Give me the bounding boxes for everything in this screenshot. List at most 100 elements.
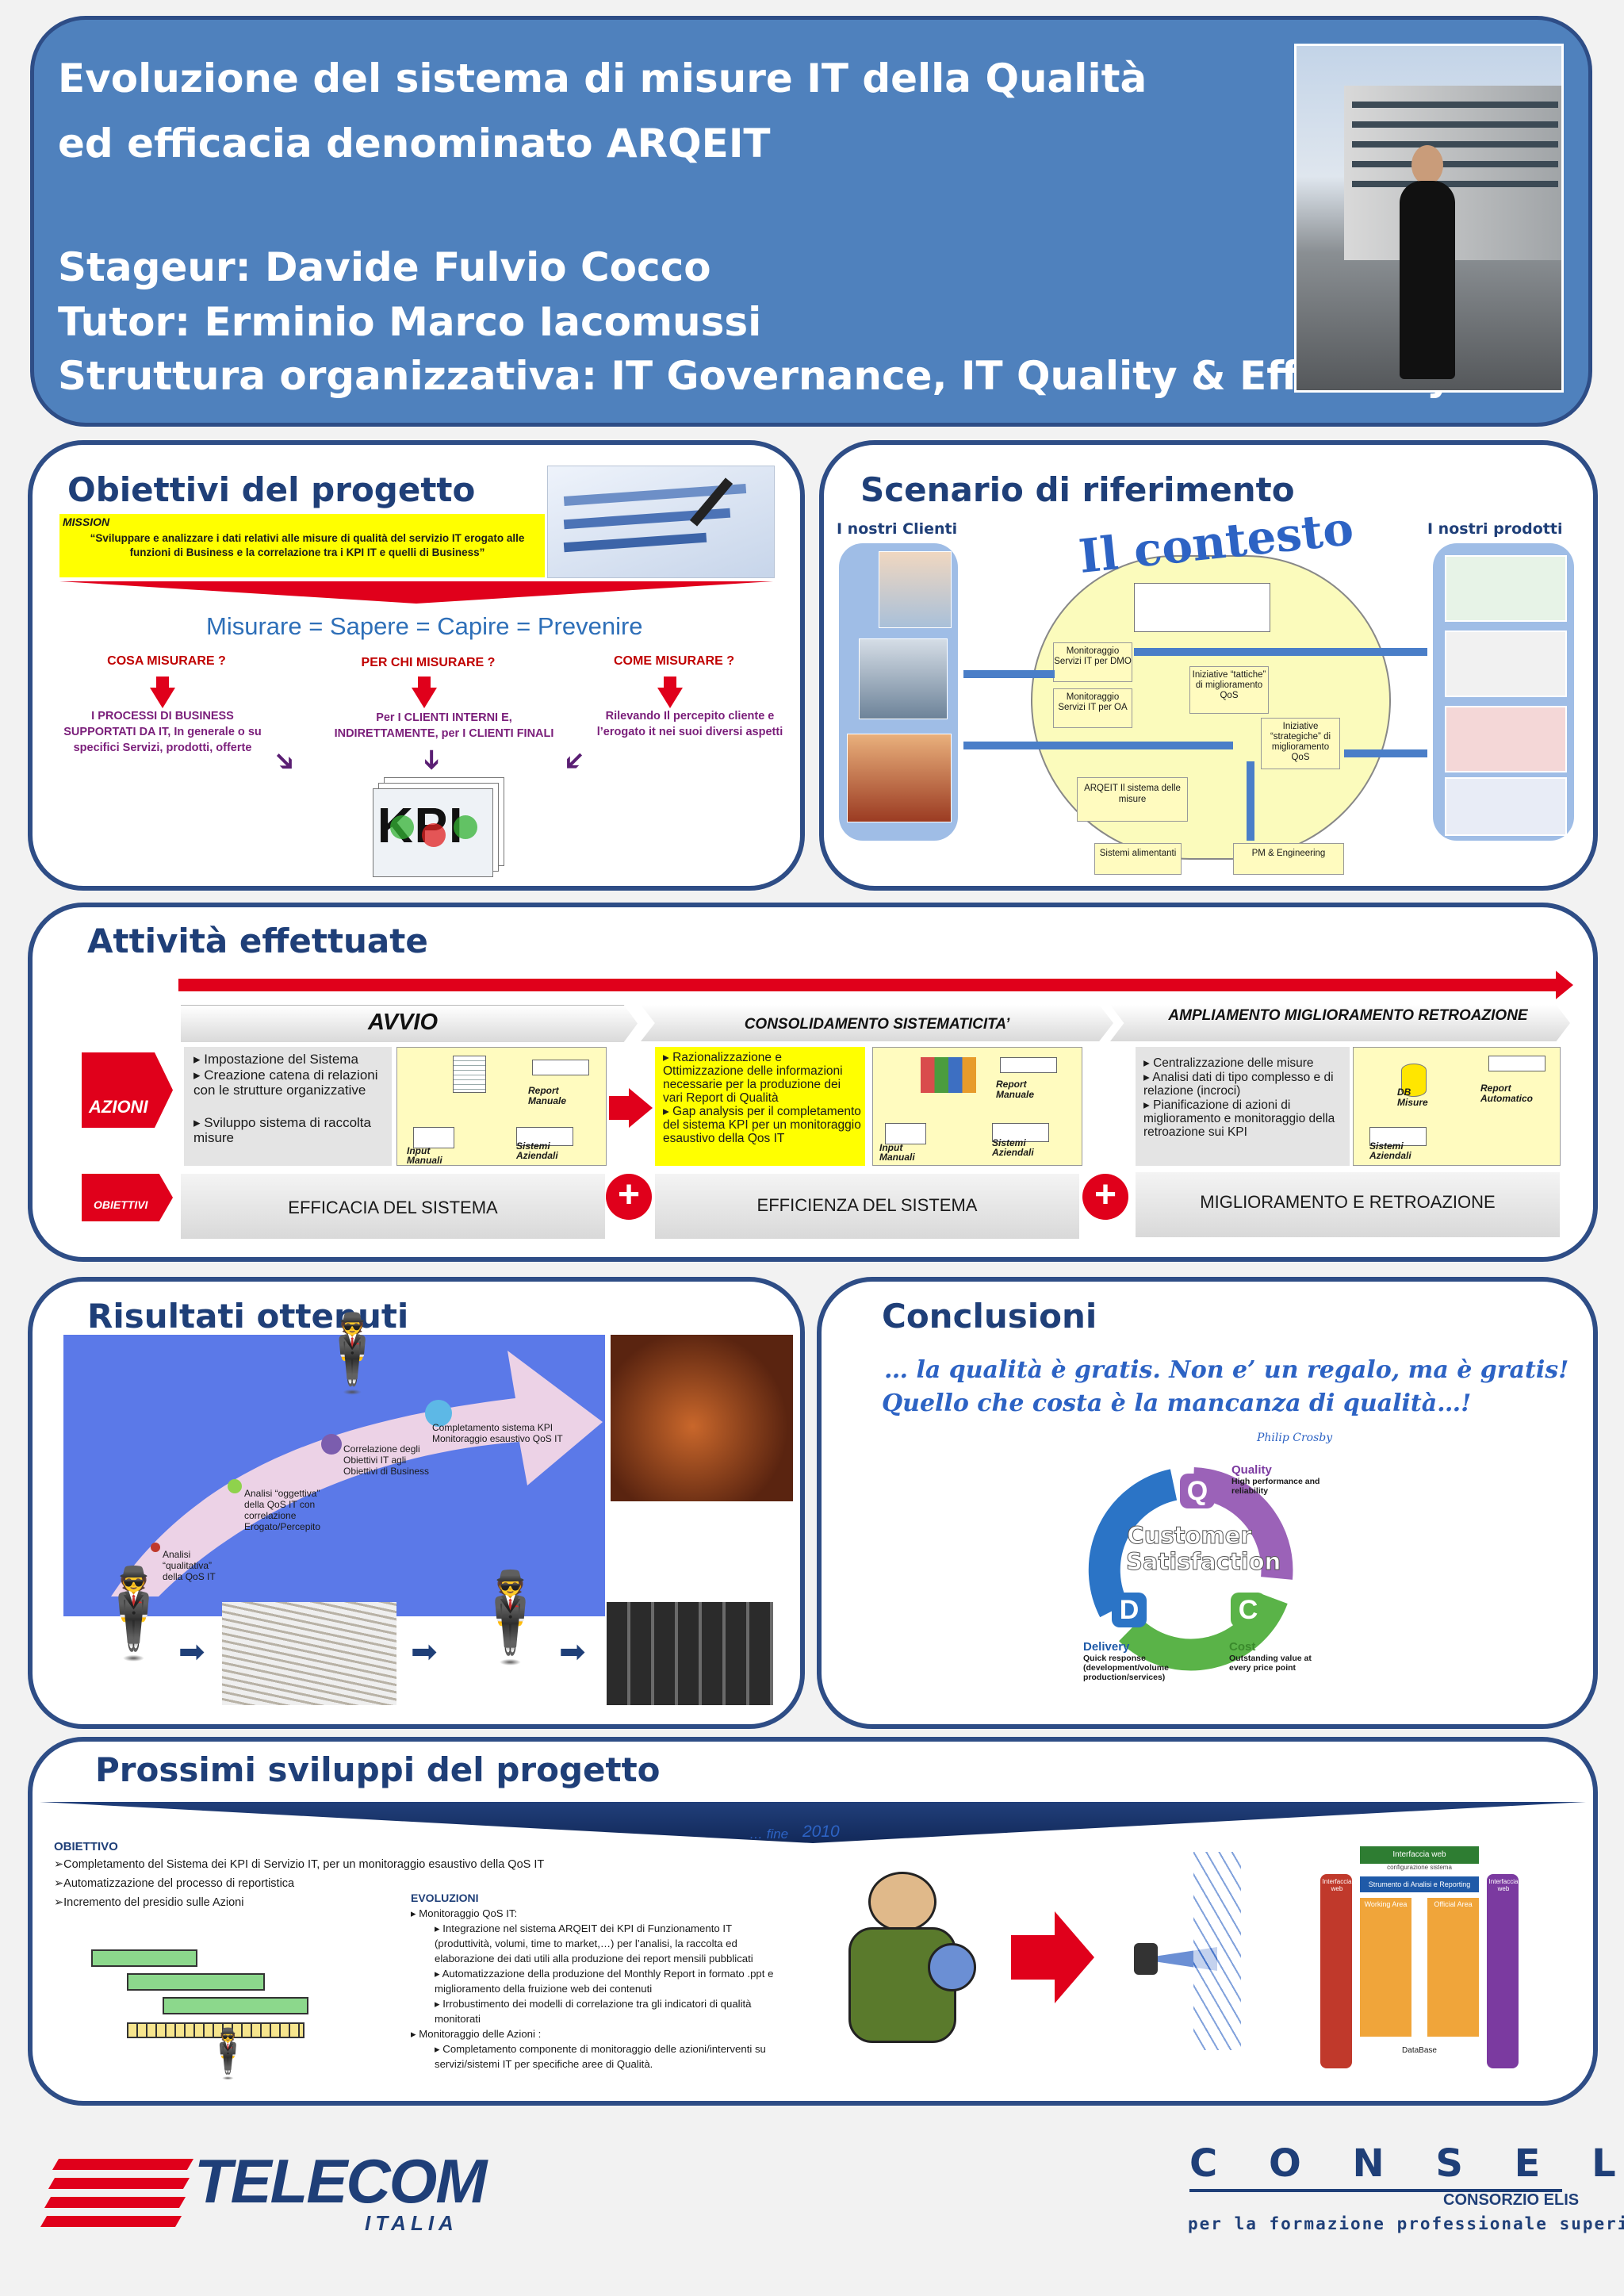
architecture-diagram: Interfaccia web configurazione sistema I… — [1300, 1838, 1522, 2084]
obiettivo-item-3: ➢Incremento del presidio sulle Azioni — [54, 1896, 244, 1909]
cons-sistemi-aziendali: Sistemi Aziendali — [992, 1137, 1034, 1158]
avvio-action-2: ▸ Creazione catena di relazioni con le s… — [193, 1068, 378, 1098]
avvio-to-cons-arrow-shaft — [609, 1096, 631, 1120]
timeline-arrow-head — [1556, 971, 1573, 999]
diag-db-label: DataBase — [1402, 2046, 1437, 2055]
timeline-year: 2010 — [802, 1823, 840, 1841]
question-cosa: COSA MISURARE ? — [107, 654, 226, 668]
box-pm-engineering: PM & Engineering — [1233, 843, 1344, 875]
stick-figure-idea-icon: 🕴 — [456, 1569, 565, 1666]
ampl-db-misure: DB Misure — [1397, 1087, 1428, 1108]
italia-wordmark: ITALIA — [365, 2211, 458, 2235]
question-per-chi: PER CHI MISURARE ? — [361, 656, 496, 669]
diag-working-label: Working Area — [1364, 1900, 1408, 1908]
consel-divider — [1189, 2189, 1562, 2192]
box-strategiche: Iniziative “strategiche” di migliorament… — [1261, 718, 1340, 769]
question-come: COME MISURARE ? — [614, 654, 734, 668]
step-dot-1 — [151, 1543, 160, 1552]
cons-action-1: ▸ Razionalizzazione e Ottimizzazione del… — [663, 1051, 843, 1105]
ampl-action-3: ▸ Pianificazione di azioni di migliorame… — [1143, 1098, 1335, 1139]
diag-official-label: Official Area — [1434, 1900, 1473, 1908]
quality-title: Quality — [1231, 1463, 1272, 1477]
author-photo — [1294, 44, 1564, 393]
delivery-title: Delivery — [1083, 1640, 1130, 1654]
consorzio-label: CONSORZIO ELIS — [1443, 2191, 1580, 2209]
phase-ampliamento — [1110, 1005, 1570, 1041]
poster-title-line2: ed efficacia denominato ARQEIT — [58, 121, 771, 167]
cons-report-manuale: Report Manuale — [996, 1079, 1035, 1100]
obiettivo-label: OBIETTIVO — [54, 1840, 118, 1853]
stageur-label: Stageur: Davide Fulvio Cocco — [58, 244, 711, 290]
obiettivo-efficacia-label: EFFICACIA DEL SISTEMA — [288, 1198, 498, 1217]
step-3-text: Correlazione degli Obiettivi IT agli Obi… — [343, 1443, 430, 1477]
projector-image — [1130, 1836, 1257, 2082]
tutor-label: Tutor: Erminio Marco Iacomussi — [58, 299, 762, 345]
box-tattiche: Iniziative “tattiche” di miglioramento Q… — [1189, 666, 1269, 714]
evoluzioni-list: ▸ Monitoraggio QoS IT: ▸ Integrazione ne… — [411, 1906, 791, 2072]
avvio-sistemi-aziendali: Sistemi Aziendali — [516, 1140, 558, 1161]
ampl-action-2: ▸ Analisi dati di tipo complesso e di re… — [1143, 1071, 1334, 1098]
mission-label: MISSION — [63, 516, 110, 528]
obiettivi-tag — [82, 1174, 173, 1221]
arrow-to-kpi-center: ➔ — [416, 748, 447, 772]
kpi-graphic: KPI — [373, 777, 504, 877]
obiettivo-miglioramento — [1136, 1172, 1560, 1237]
ampl-actions: ▸ Centralizzazione delle misure ▸ Analis… — [1136, 1047, 1350, 1166]
stick-figure-celebrate-icon: 🕴 — [305, 1312, 400, 1396]
answer-per-chi: Per I CLIENTI INTERNI E, INDIRETTAMENTE,… — [334, 711, 554, 740]
clienti-label: I nostri Clienti — [837, 520, 958, 538]
telecom-logo-icon — [40, 2151, 194, 2230]
obiettivi-tag-label: OBIETTIVI — [94, 1198, 148, 1211]
telecom-wordmark: TELECOM — [194, 2146, 487, 2216]
phase-avvio — [181, 1005, 638, 1042]
phase-consolidamento-label: CONSOLIDAMENTO SISTEMATICITA’ — [744, 1016, 1010, 1033]
cost-title: Cost — [1229, 1640, 1256, 1654]
mechanic-image — [817, 1856, 983, 2078]
basketball-image — [611, 1335, 793, 1501]
flow-arrow-to-prodotti-2 — [1344, 749, 1427, 757]
step-dot-4 — [425, 1400, 452, 1427]
timeline-fine: … fine — [749, 1826, 789, 1842]
struttura-label: Struttura organizzativa: IT Governance, … — [58, 353, 1453, 399]
contesto-icon — [1134, 583, 1270, 632]
avvio-report-manuale: Report Manuale — [528, 1085, 567, 1106]
obiettivo-item-1: ➢Completamento del Sistema dei KPI di Se… — [54, 1858, 545, 1871]
binders-image — [607, 1602, 773, 1705]
ev-mon-qos: ▸ Monitoraggio QoS IT: — [411, 1907, 518, 1919]
prodotti-column — [1433, 543, 1574, 841]
avvio-action-3: ▸ Sviluppo sistema di raccolta misure — [193, 1115, 371, 1145]
c-badge: C — [1231, 1593, 1266, 1627]
chart-pen-image — [547, 466, 775, 578]
poster-title-line1: Evoluzione del sistema di misure IT dell… — [58, 56, 1147, 102]
gantt-lift-image: 🕴 — [79, 1935, 381, 2078]
diag-sub-label: configurazione sistema — [1387, 1864, 1452, 1871]
answer-cosa: I PROCESSI DI BUSINESS SUPPORTATI DA IT,… — [63, 710, 262, 754]
attivita-title: Attività effettuate — [87, 922, 428, 960]
arrow-right-icon-2: ➡ — [411, 1635, 438, 1669]
scenario-title: Scenario di riferimento — [860, 470, 1295, 509]
delivery-desc: Quick response (development/volume produ… — [1083, 1654, 1169, 1682]
avvio-actions: ▸ Impostazione del Sistema ▸ Creazione c… — [184, 1047, 392, 1166]
cons-actions: ▸ Razionalizzazione e Ottimizzazione del… — [655, 1047, 865, 1166]
obiettivo-efficacia — [181, 1174, 605, 1239]
mission-text: “Sviluppare e analizzare i dati relativi… — [90, 532, 525, 558]
box-arqeit: ARQEIT Il sistema delle misure — [1077, 777, 1188, 822]
big-arrow-shaft — [1011, 1935, 1059, 1980]
prossimi-title: Prossimi sviluppi del progetto — [95, 1750, 661, 1789]
azioni-tag — [82, 1052, 173, 1128]
customer-satisfaction-text: Customer Satisfaction — [1126, 1522, 1281, 1575]
step-4-text: Completamento sistema KPI Monitoraggio e… — [432, 1422, 563, 1444]
avvio-to-cons-arrow-head — [629, 1088, 653, 1128]
diag-right-label: Interfaccia web — [1488, 1878, 1519, 1892]
cons-input-manuali: Input Manuali — [879, 1142, 915, 1163]
plus-icon-2: + — [1082, 1174, 1128, 1220]
obiettivi-title: Obiettivi del progetto — [67, 470, 476, 509]
answer-come: Rilevando Il percepito cliente e l’eroga… — [596, 710, 783, 738]
phase-avvio-label: AVVIO — [367, 1010, 439, 1035]
diag-left-label: Interfaccia web — [1322, 1878, 1352, 1892]
flow-arrow-to-prodotti-1 — [1134, 648, 1427, 656]
step-1-text: Analisi “qualitativa” della QoS IT — [163, 1549, 216, 1582]
box-sistemi-alimentanti: Sistemi alimentanti — [1094, 843, 1182, 875]
ampl-report-automatico: Report Automatico — [1480, 1083, 1533, 1104]
evoluzioni-label: EVOLUZIONI — [411, 1892, 479, 1904]
